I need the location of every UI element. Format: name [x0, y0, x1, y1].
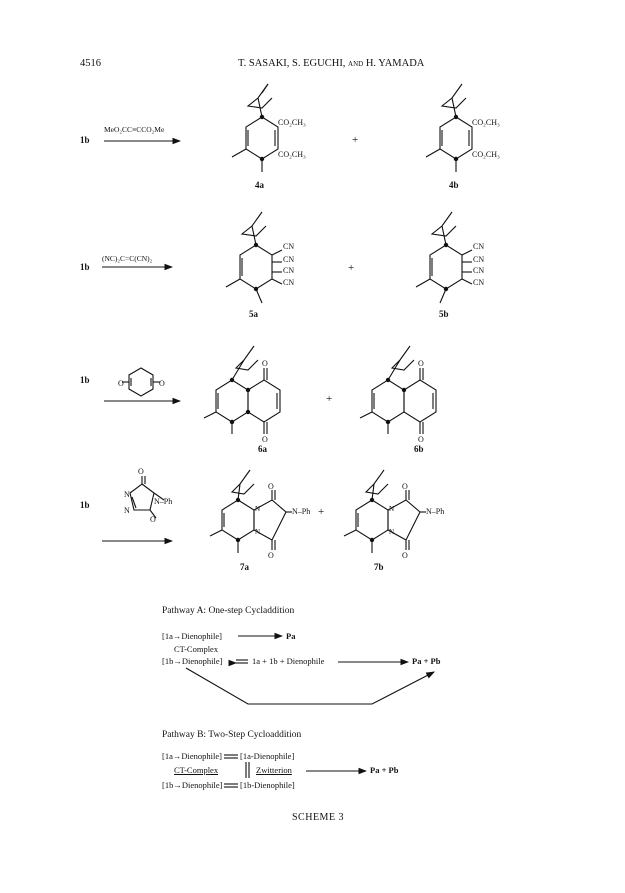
- reagent-tcne: (NC)₂C=C(CN)₂: [102, 254, 153, 263]
- plus-sign: +: [326, 393, 333, 405]
- pathway-a-title: Pathway A: One-step Cycladdition: [162, 606, 295, 616]
- svg-text:N: N: [389, 505, 394, 513]
- compound-label-4b: 4b: [449, 180, 459, 190]
- pathway-b-products: Pa + Pb: [370, 765, 399, 775]
- reactant-label: 1b: [80, 135, 90, 145]
- substituent-4b-top: CO₂CH₃: [472, 118, 500, 127]
- pathway-a-complex-1b: [1b→Dienophile]: [162, 656, 223, 666]
- triazolinedione-reagent: [129, 476, 165, 519]
- n-phenyl-label: N–Ph: [292, 507, 311, 516]
- structure-4a: [231, 83, 279, 172]
- substituent-4a-bottom: CO₂CH₃: [278, 150, 306, 159]
- pathway-b-complex-1b: [1b→Dienophile]: [162, 780, 223, 790]
- compound-label-7a: 7a: [240, 562, 249, 572]
- reagent-dmad: MeO₂CC≡CCO₂Me: [104, 125, 165, 134]
- pathway-a-products: Pa + Pb: [412, 656, 441, 666]
- cn-1: CN: [283, 242, 295, 251]
- svg-text:O: O: [150, 515, 156, 524]
- pathway-b-adduct-1b: [1b-Dienophile]: [240, 780, 295, 790]
- substituent-4b-bottom: CO₂CH₃: [472, 150, 500, 159]
- pathway-b-complex-1a: [1a→Dienophile]: [162, 751, 222, 761]
- svg-text:O: O: [159, 379, 165, 388]
- svg-text:N: N: [124, 506, 130, 515]
- compound-label-7b: 7b: [374, 562, 384, 572]
- n-phenyl-label: N–Ph: [426, 507, 445, 516]
- benzoquinone-reagent: [122, 367, 160, 397]
- svg-text:O: O: [262, 359, 268, 368]
- compound-label-4a: 4a: [255, 180, 264, 190]
- structure-4b: [425, 83, 473, 172]
- svg-text:O: O: [268, 551, 274, 560]
- structure-6a: [203, 345, 281, 434]
- scheme-caption: SCHEME 3: [292, 812, 345, 823]
- svg-text:O: O: [138, 467, 144, 476]
- plus-sign: +: [352, 134, 359, 146]
- pathway-b-adduct-1a: [1a-Dienophile]: [240, 751, 295, 761]
- svg-text:N: N: [124, 490, 130, 499]
- structure-5a: [225, 211, 283, 304]
- svg-text:N: N: [389, 528, 394, 536]
- plus-sign: +: [318, 506, 325, 518]
- running-header-authors: T. SASAKI, S. EGUCHI, and H. YAMADA: [238, 58, 425, 69]
- svg-text:O: O: [402, 482, 408, 491]
- cn-1: CN: [473, 242, 485, 251]
- structure-7a: [209, 469, 292, 553]
- reactant-label: 1b: [80, 375, 90, 385]
- svg-text:O: O: [418, 435, 424, 444]
- pathway-a-product-pa: Pa: [286, 631, 296, 641]
- svg-text:N: N: [255, 528, 260, 536]
- structure-6b: [359, 345, 437, 434]
- n-phenyl-label: N–Ph: [154, 497, 173, 506]
- pathway-b-zwitterion: Zwitterion: [256, 765, 292, 775]
- pathway-b-ct-label: CT-Complex: [174, 765, 219, 775]
- page-number: 4516: [80, 58, 101, 69]
- plus-sign: +: [348, 262, 355, 274]
- reactant-label: 1b: [80, 262, 90, 272]
- structure-7b: [343, 469, 426, 553]
- pathway-a-ct-label: CT-Complex: [174, 644, 219, 654]
- compound-label-5b: 5b: [439, 309, 449, 319]
- svg-text:O: O: [402, 551, 408, 560]
- pathway-a-loop-arrow: [185, 667, 435, 705]
- svg-text:N: N: [255, 505, 260, 513]
- cn-2: CN: [473, 255, 485, 264]
- compound-label-5a: 5a: [249, 309, 258, 319]
- pathway-b-title: Pathway B: Two-Step Cycloaddition: [162, 730, 302, 740]
- substituent-4a-top: CO₂CH₃: [278, 118, 306, 127]
- pathway-a-complex-1a: [1a→Dienophile]: [162, 631, 222, 641]
- svg-text:O: O: [262, 435, 268, 444]
- svg-text:O: O: [418, 359, 424, 368]
- cn-3: CN: [283, 266, 295, 275]
- cn-2: CN: [283, 255, 295, 264]
- compound-label-6a: 6a: [258, 444, 267, 454]
- reactant-label: 1b: [80, 500, 90, 510]
- cn-4: CN: [473, 278, 485, 287]
- cn-3: CN: [473, 266, 485, 275]
- svg-text:O: O: [118, 379, 124, 388]
- structure-5b: [415, 211, 473, 304]
- pathway-a-dissociation: 1a + 1b + Dienophile: [252, 656, 325, 666]
- svg-text:O: O: [268, 482, 274, 491]
- compound-label-6b: 6b: [414, 444, 424, 454]
- cn-4: CN: [283, 278, 295, 287]
